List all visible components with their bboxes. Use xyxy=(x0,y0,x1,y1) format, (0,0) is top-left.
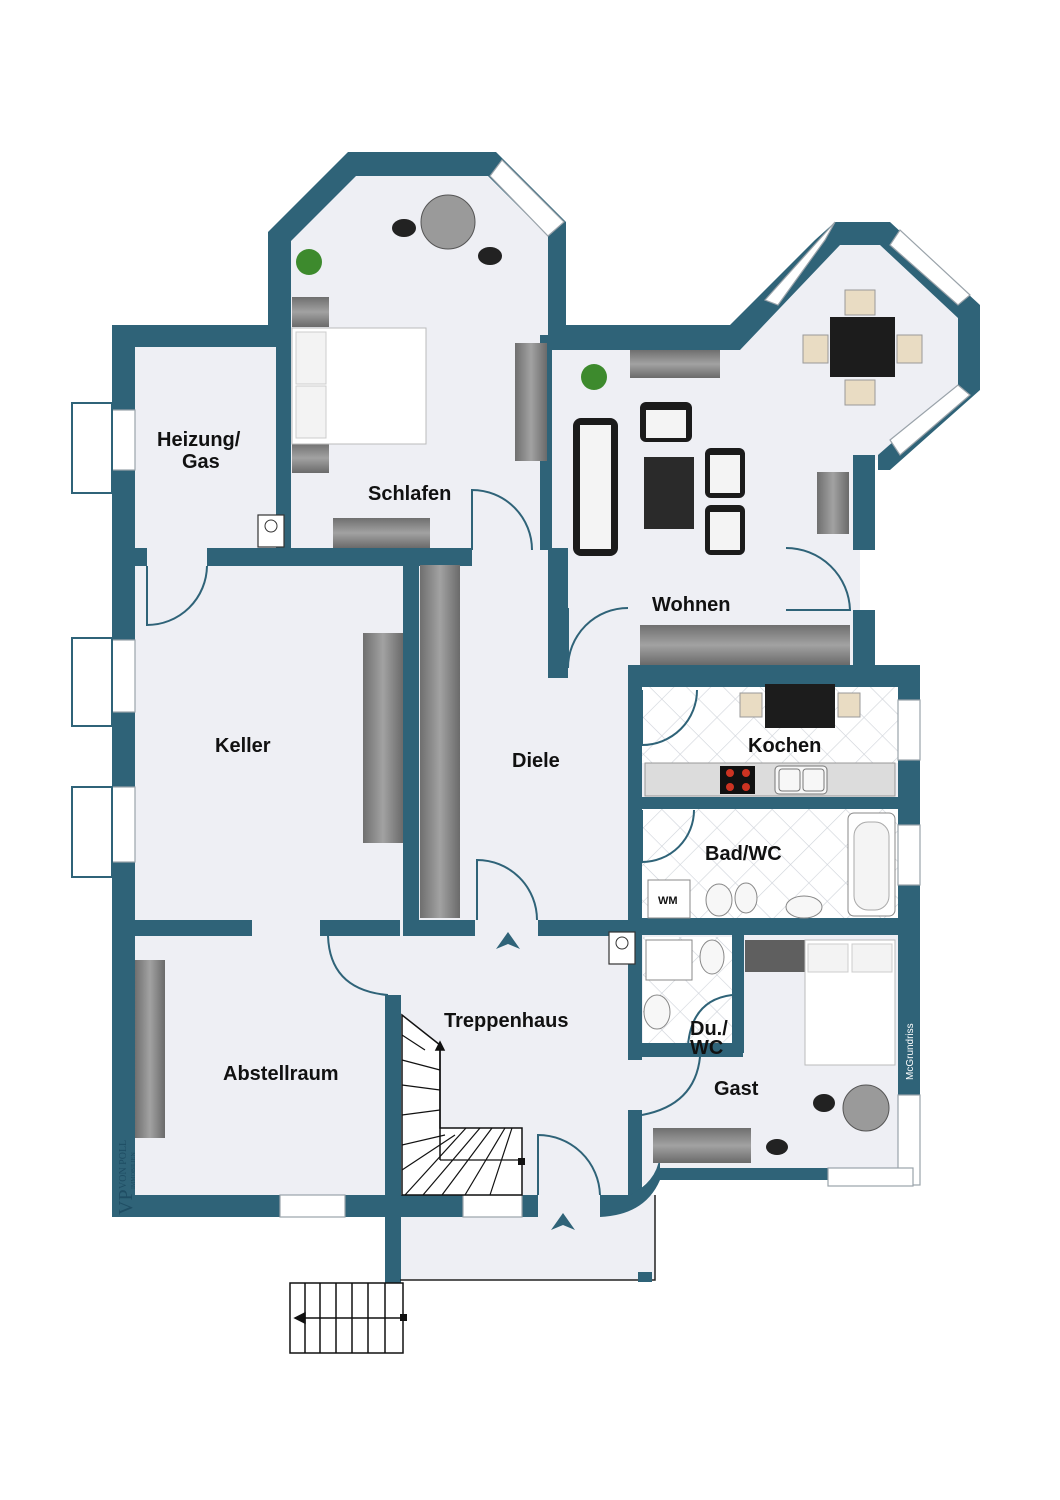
wall-kitchen-bath xyxy=(628,797,920,809)
wall-bottom-left xyxy=(112,1195,280,1217)
windows xyxy=(71,159,971,1218)
logo-sub: IMMOBILIEN xyxy=(131,1152,137,1189)
wall-bath-bottom xyxy=(628,918,920,935)
wall-outer-left-3 xyxy=(112,712,135,787)
shelf-gast xyxy=(653,1128,751,1163)
bathtub-icon xyxy=(847,812,896,917)
room-label-heizung-2: Gas xyxy=(182,451,220,473)
wall-heizung-top xyxy=(112,325,291,347)
wall-wohnen-top xyxy=(548,222,980,470)
wall-wohnen-right xyxy=(853,455,875,550)
wall-bottom-corner xyxy=(600,1150,828,1217)
room-label-kochen: Kochen xyxy=(748,735,821,757)
washing-machine xyxy=(647,879,691,919)
dining-table xyxy=(802,289,923,406)
shower-tray xyxy=(645,939,693,981)
desk-gast xyxy=(745,940,805,972)
wall-heizung-right xyxy=(276,335,291,550)
room-label-keller: Keller xyxy=(215,735,271,757)
wall-gast-left xyxy=(628,1110,642,1195)
room-label-du-wc: Du./ xyxy=(690,1018,728,1040)
chair-icon xyxy=(392,219,835,1155)
sink-icon xyxy=(774,765,828,795)
doors xyxy=(146,488,852,1282)
wall-gast-right xyxy=(898,935,920,1095)
kitchen-counter xyxy=(644,762,896,797)
shelf-wohnen-bottom xyxy=(640,625,850,665)
wall-diele-bottom-left xyxy=(403,920,475,936)
room-label-du-wc-2: WC xyxy=(690,1037,723,1059)
bed-gast xyxy=(804,939,896,1066)
wall-heizung-keller xyxy=(125,548,147,566)
wall-outer-left-4 xyxy=(112,862,135,1212)
shelf-keller xyxy=(363,633,403,843)
plant-icon xyxy=(296,249,607,390)
toilet-icon xyxy=(643,882,823,1030)
washing-machine-label: WM xyxy=(658,895,678,907)
shelf-wohnen-top xyxy=(630,350,720,378)
wall-kitchen-right-2 xyxy=(898,760,920,825)
kitchen-table xyxy=(739,684,861,728)
shelf-abstell xyxy=(135,960,165,1138)
wall-keller-top xyxy=(207,548,472,566)
von-poll-logo: VP VON POLL IMMOBILIEN xyxy=(115,1140,137,1215)
entrance-arrow-icon xyxy=(496,932,575,1230)
wall-keller-bottom-left xyxy=(112,920,252,936)
wall-shower-bottom xyxy=(628,1043,743,1057)
logo-name: VON POLL xyxy=(118,1140,129,1189)
wall-keller-diele xyxy=(403,548,419,920)
shelf-schlafen-bottom xyxy=(333,518,430,548)
room-label-treppenhaus: Treppenhaus xyxy=(444,1010,568,1032)
wall-diele-right xyxy=(628,665,642,1060)
room-label-gast: Gast xyxy=(714,1078,759,1100)
furniture: WM xyxy=(135,194,923,1163)
staircase xyxy=(289,1013,525,1354)
room-label-bad: Bad/WC xyxy=(705,843,782,865)
coffee-table xyxy=(644,457,694,529)
walls xyxy=(112,152,980,1285)
boiler-icon xyxy=(257,514,636,965)
wall-kitchen-top xyxy=(628,665,920,687)
room-label-heizung: Heizung/ xyxy=(157,429,241,451)
sofa xyxy=(573,418,618,556)
logo-mark: VP xyxy=(115,1189,137,1215)
credit-label: McGrundriss xyxy=(905,1023,916,1080)
stove-icon xyxy=(720,766,755,794)
wall-schlafen-right-lower xyxy=(548,548,568,678)
wall-abstell-right xyxy=(385,995,401,1285)
wall-bottom-door xyxy=(522,1195,538,1217)
bed-schlafen xyxy=(291,297,427,473)
shelf-wohnen-right xyxy=(817,472,849,534)
wall-outer-left-2 xyxy=(112,470,135,640)
wall-keller-bottom-right xyxy=(320,920,400,936)
room-label-schlafen: Schlafen xyxy=(368,483,451,505)
shelf-diele xyxy=(420,565,460,918)
wall-wohnen-right-lower xyxy=(853,610,875,670)
shelf-schlafen-right xyxy=(515,343,547,461)
room-label-wohnen: Wohnen xyxy=(652,594,731,616)
room-label-diele: Diele xyxy=(512,750,560,772)
room-labels: Heizung/ Gas Schlafen Wohnen Keller Diel… xyxy=(157,429,821,1100)
table-gast xyxy=(842,1084,890,1132)
table-schlafen xyxy=(420,194,476,250)
room-label-abstellraum: Abstellraum xyxy=(223,1063,339,1085)
wall-shower-right xyxy=(732,935,744,1053)
wall-bottom-mid xyxy=(345,1195,463,1217)
